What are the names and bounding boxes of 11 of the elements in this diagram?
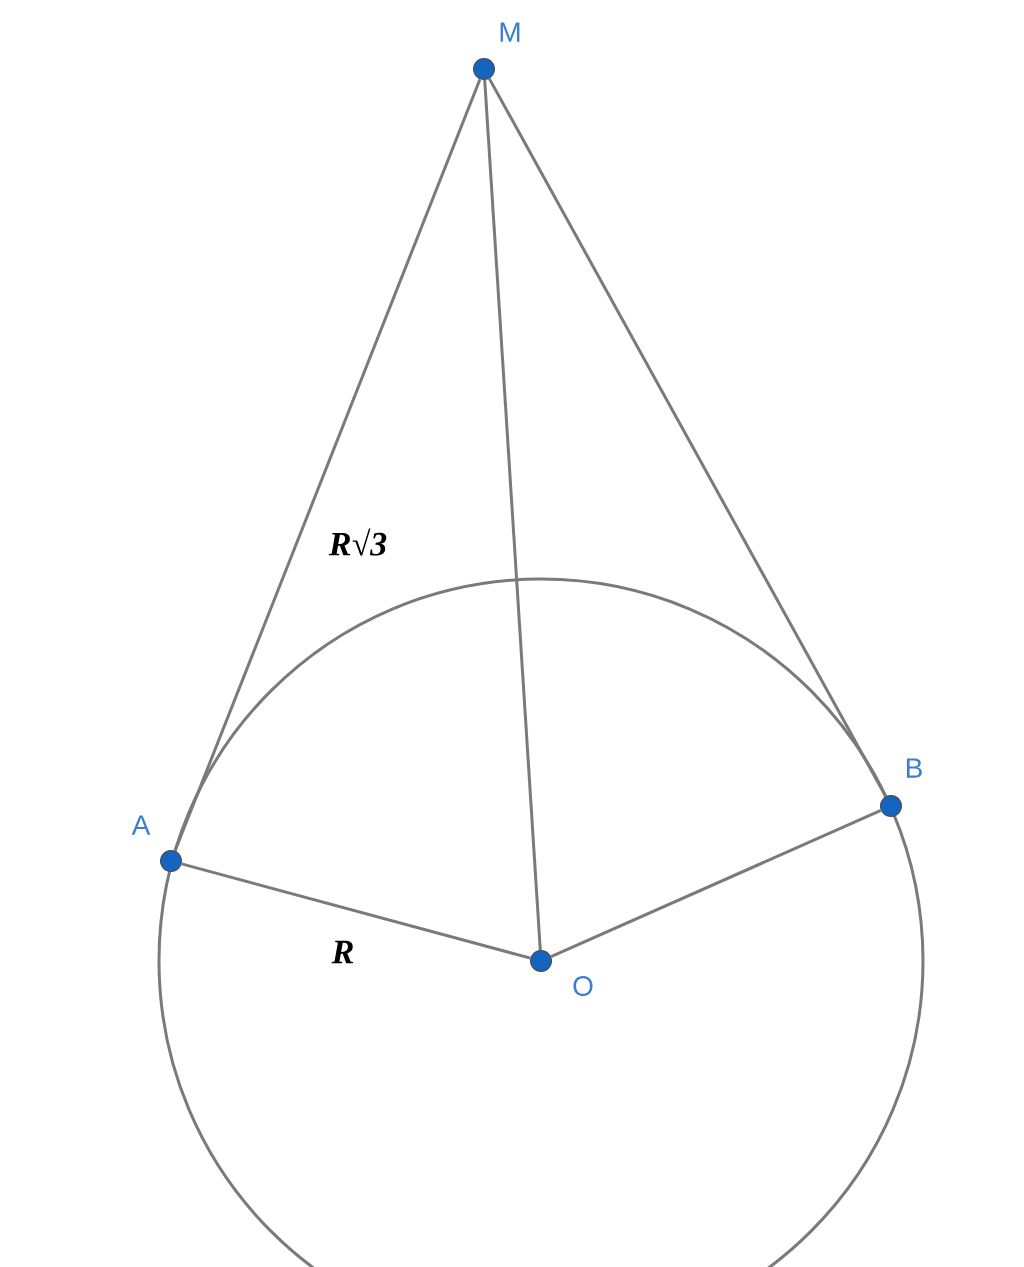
edge-label: R xyxy=(330,939,356,965)
segment xyxy=(173,78,482,852)
segment xyxy=(488,77,887,798)
point-label: A xyxy=(131,815,151,835)
segment xyxy=(550,809,882,958)
point-label: M xyxy=(500,22,520,42)
segment xyxy=(181,862,531,960)
segment xyxy=(483,79,542,951)
edge-label: R√3 xyxy=(327,527,389,557)
point-label: B xyxy=(906,758,922,778)
point-label: O xyxy=(573,976,593,996)
